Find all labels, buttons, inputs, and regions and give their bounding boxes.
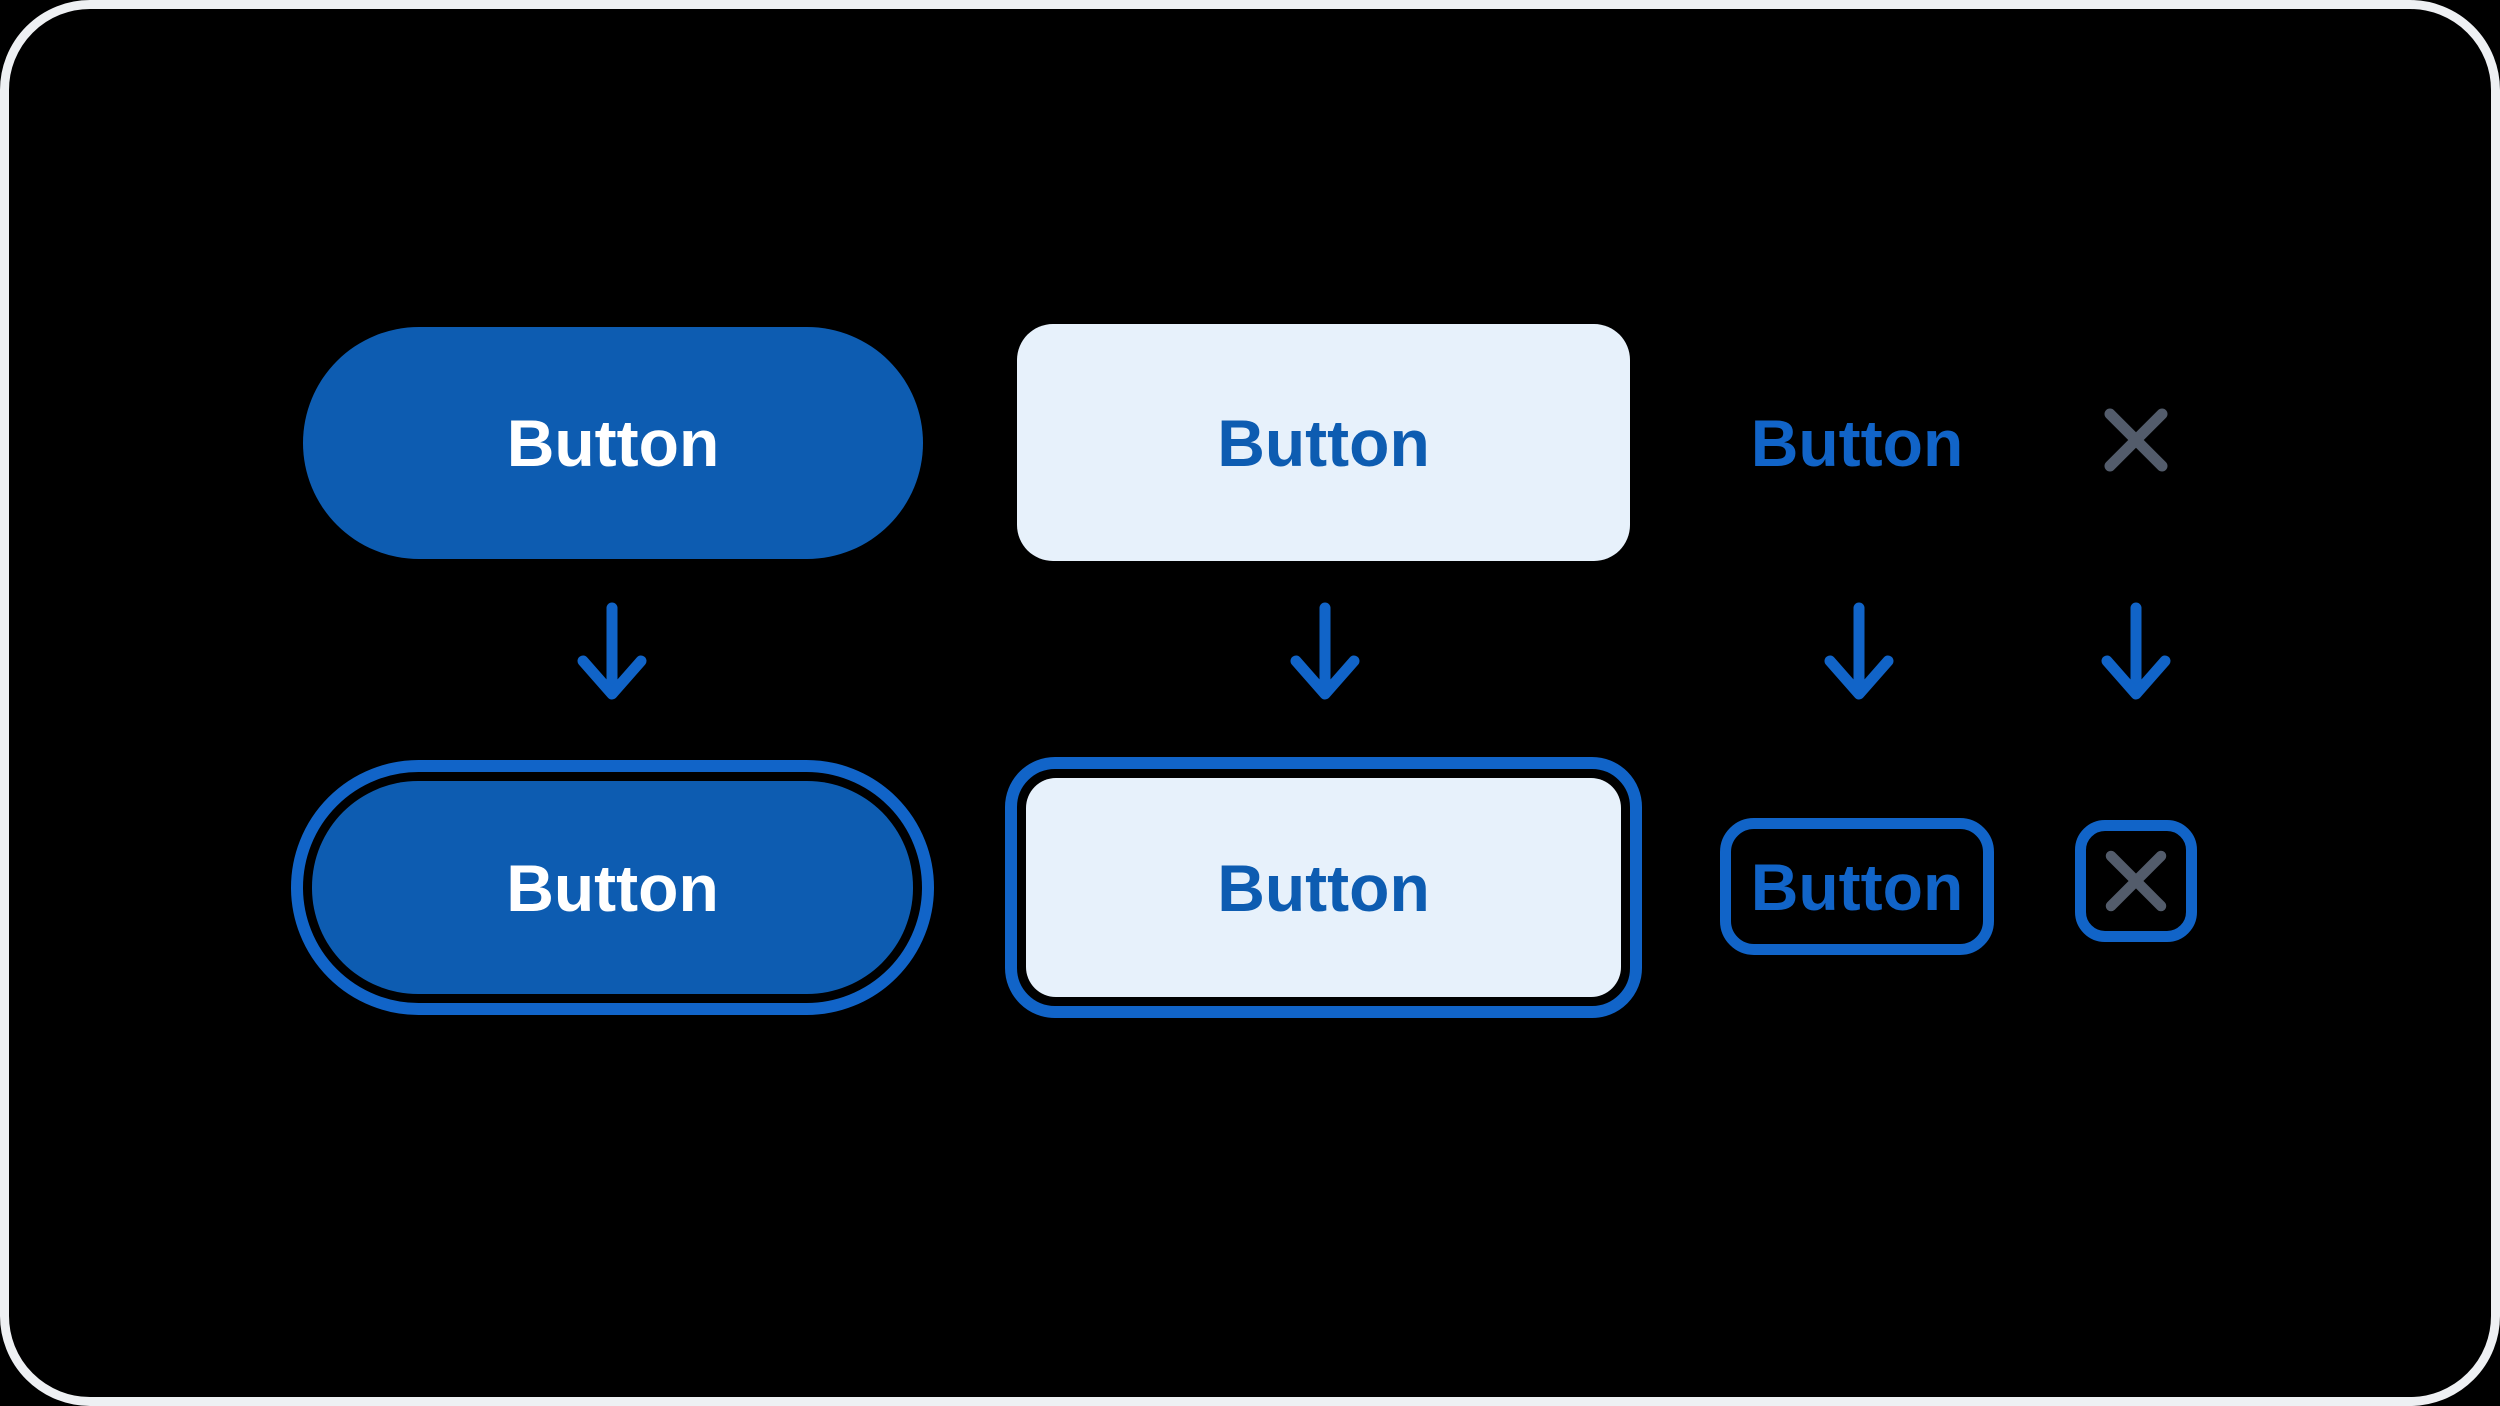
primary-button-focused[interactable]: Button bbox=[312, 781, 913, 994]
secondary-button-focused-label: Button bbox=[1217, 850, 1430, 925]
secondary-button-default[interactable]: Button bbox=[1017, 324, 1630, 561]
arrow-down-icon bbox=[2098, 602, 2174, 704]
secondary-button-focus-ring: Button bbox=[1005, 757, 1642, 1018]
tertiary-button-label: Button bbox=[1750, 406, 1964, 480]
secondary-button-focused[interactable]: Button bbox=[1026, 778, 1621, 997]
primary-button-label: Button bbox=[506, 406, 720, 480]
arrow-down-icon bbox=[1287, 602, 1363, 704]
close-x-icon bbox=[2104, 408, 2168, 472]
tertiary-button-default[interactable]: Button bbox=[1716, 404, 1998, 482]
tertiary-button-focused[interactable]: Button bbox=[1720, 818, 1994, 955]
primary-button-default[interactable]: Button bbox=[303, 327, 923, 559]
close-button-default[interactable] bbox=[2097, 401, 2175, 479]
tertiary-button-focused-label: Button bbox=[1750, 849, 1964, 924]
arrow-down-icon bbox=[574, 602, 650, 704]
secondary-button-label: Button bbox=[1217, 405, 1430, 480]
close-x-icon bbox=[2105, 850, 2167, 912]
close-button-focused[interactable] bbox=[2075, 820, 2197, 942]
primary-button-focus-ring: Button bbox=[291, 760, 934, 1015]
arrow-down-icon bbox=[1821, 602, 1897, 704]
primary-button-focused-label: Button bbox=[506, 850, 719, 925]
